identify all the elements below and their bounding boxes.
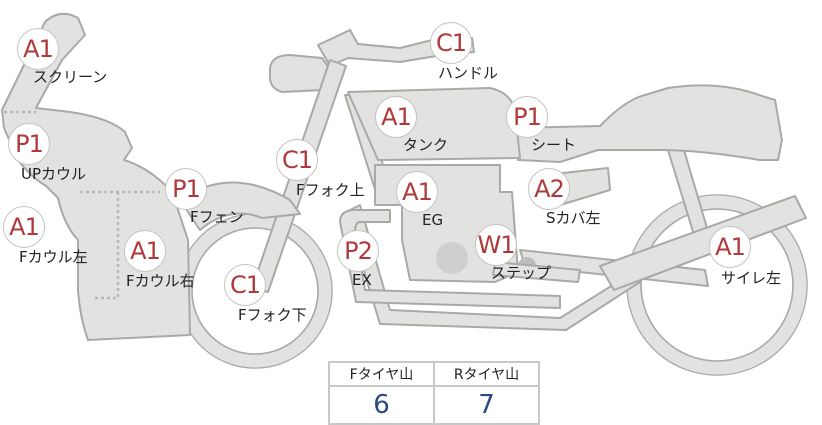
silencer-part xyxy=(599,195,807,291)
part-label-f-cowl-left: Fカウル左 xyxy=(19,248,88,266)
grade-badge-screen: A1 xyxy=(17,28,59,70)
part-label-f-fork-upper: Fフォク上 xyxy=(296,181,365,199)
grade-badge-up-cowl: P1 xyxy=(8,123,50,165)
part-label-f-fender: Fフェン xyxy=(190,208,244,226)
part-label-up-cowl: UPカウル xyxy=(21,165,87,183)
rear-tire-tread-value: 7 xyxy=(433,385,540,425)
grade-badge-silencer-left: A1 xyxy=(709,226,751,268)
part-label-seat: シート xyxy=(531,136,577,154)
part-label-s-cover-left: Sカバ左 xyxy=(546,209,601,227)
part-label-exhaust: EX xyxy=(352,271,372,289)
fairing-seam-side xyxy=(80,190,160,300)
part-label-step: ステップ xyxy=(491,264,552,282)
engine-cover xyxy=(436,242,468,274)
part-label-f-fork-lower: Fフォク下 xyxy=(238,306,307,324)
grade-badge-f-fork-upper: C1 xyxy=(276,139,318,181)
grade-badge-f-fender: P1 xyxy=(165,168,207,210)
grade-badge-exhaust: P2 xyxy=(337,230,379,272)
step-bar xyxy=(492,261,581,283)
part-label-screen: スクリーン xyxy=(33,68,108,86)
part-label-engine: EG xyxy=(422,211,444,229)
seat-part xyxy=(511,84,783,163)
tire-tread-table: Fタイヤ山 Rタイヤ山 6 7 xyxy=(328,361,540,425)
grade-badge-f-cowl-left: A1 xyxy=(3,206,45,248)
front-tire-tread-header: Fタイヤ山 xyxy=(328,361,435,387)
grade-badge-handle: C1 xyxy=(430,22,472,64)
part-label-tank: タンク xyxy=(403,136,449,154)
handlebar-part xyxy=(317,29,475,67)
grade-badge-step: W1 xyxy=(475,224,517,266)
grade-badge-engine: A1 xyxy=(396,171,438,213)
grade-badge-seat: P1 xyxy=(506,96,548,138)
grade-badge-f-cowl-right: A1 xyxy=(124,230,166,272)
part-label-f-cowl-right: Fカウル右 xyxy=(126,272,195,290)
rear-tire-tread-header: Rタイヤ山 xyxy=(433,361,540,387)
fender-part xyxy=(179,181,301,231)
grade-badge-s-cover-left: A2 xyxy=(528,168,570,210)
front-tire-tread-value: 6 xyxy=(328,385,435,425)
part-label-handle: ハンドル xyxy=(438,64,499,82)
grade-badge-tank: A1 xyxy=(375,96,417,138)
part-label-silencer-left: サイレ左 xyxy=(721,269,782,287)
grade-badge-f-fork-lower: C1 xyxy=(224,264,266,306)
